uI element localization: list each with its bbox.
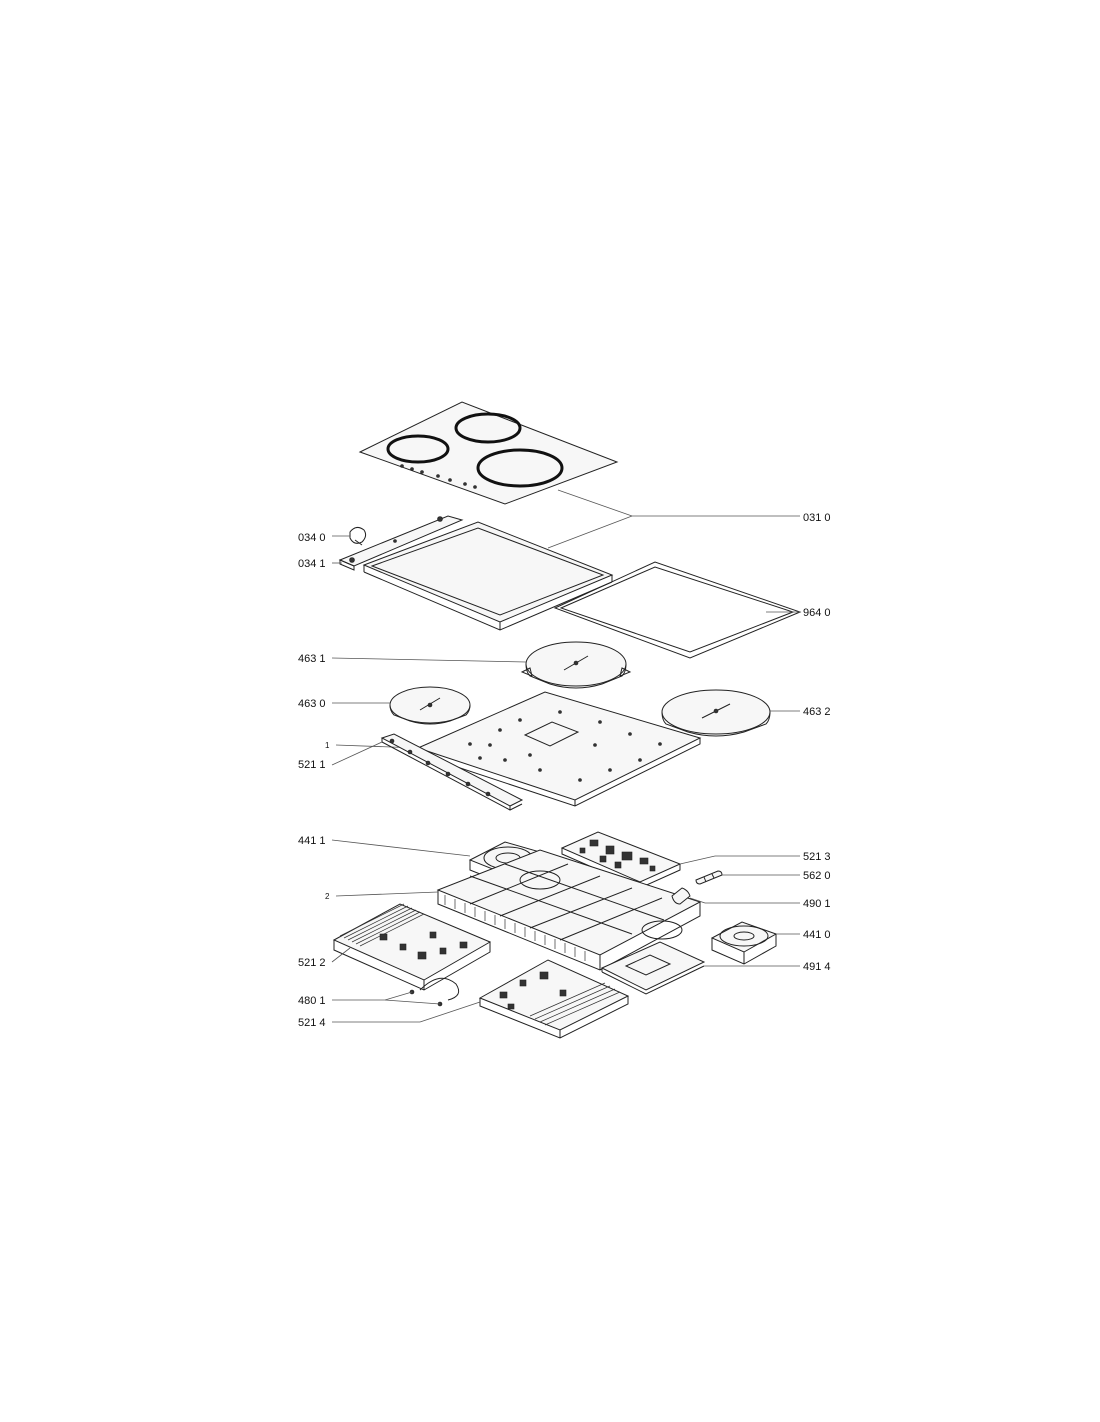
label-521-3: 521 3 (803, 851, 831, 863)
part-power-board-lower (478, 959, 630, 1039)
part-coil-middle (520, 641, 632, 689)
part-coil-right (661, 689, 771, 737)
part-glass-cooktop (358, 401, 619, 505)
part-fan-right (710, 921, 778, 965)
label-964-0: 964 0 (803, 607, 831, 619)
label-521-4: 521 4 (298, 1017, 326, 1029)
part-clip-right (671, 887, 691, 905)
part-coil-left (389, 686, 471, 725)
label-562-0: 562 0 (803, 870, 831, 882)
label-441-0: 441 0 (803, 929, 831, 941)
part-clip (349, 526, 367, 546)
part-control-strip (380, 733, 524, 811)
label-480-1: 480 1 (298, 995, 326, 1007)
label-441-1: 441 1 (298, 835, 326, 847)
label-031-0: 031 0 (803, 512, 831, 524)
label-521-2: 521 2 (298, 957, 326, 969)
label-1: 1 (325, 741, 330, 750)
part-display-board (600, 941, 706, 995)
label-490-1: 490 1 (803, 898, 831, 910)
label-463-1: 463 1 (298, 653, 326, 665)
label-034-1: 034 1 (298, 558, 326, 570)
part-bracket (338, 515, 464, 571)
part-filter (695, 870, 723, 885)
label-491-4: 491 4 (803, 961, 831, 973)
label-2: 2 (325, 892, 330, 901)
part-base-tray (436, 849, 702, 971)
label-034-0: 034 0 (298, 532, 326, 544)
part-power-board-left (332, 903, 492, 991)
label-463-0: 463 0 (298, 698, 326, 710)
part-support-plate (416, 691, 702, 807)
label-521-1: 521 1 (298, 759, 326, 771)
part-cable-loop (409, 977, 460, 1007)
label-463-2: 463 2 (803, 706, 831, 718)
part-frame (362, 521, 614, 631)
part-power-board-right (560, 831, 682, 889)
